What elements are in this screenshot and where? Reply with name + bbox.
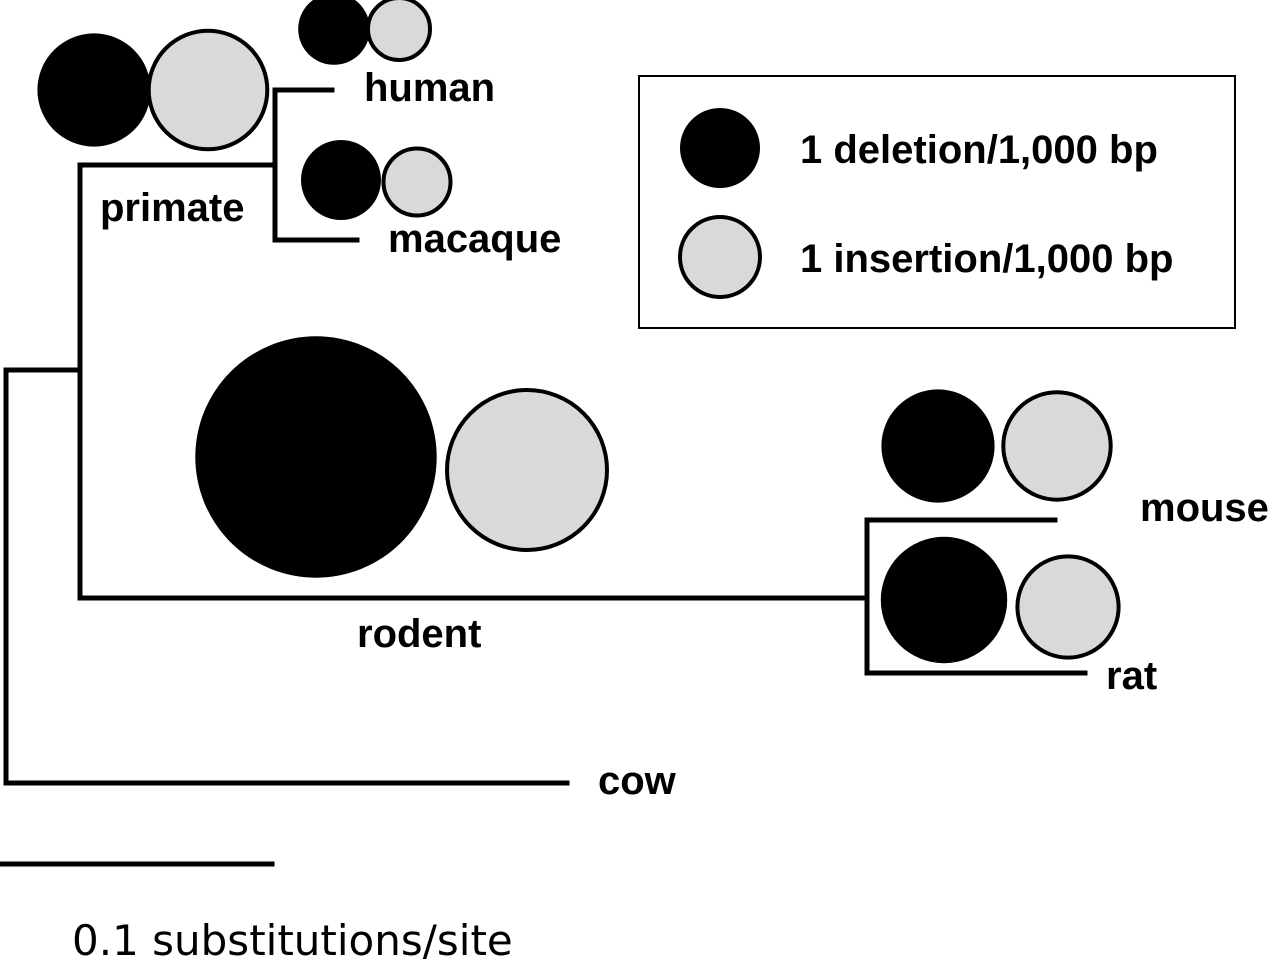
deletion-circle-rodent (195, 336, 437, 578)
rate-circles (37, 0, 1121, 664)
deletion-circle-macaque (301, 140, 381, 220)
branch-root (3, 367, 570, 786)
insertion-circle-rodent (445, 388, 609, 552)
label-rat: rat (1106, 654, 1157, 698)
legend-insertion-circle (678, 215, 762, 299)
label-mouse: mouse (1140, 486, 1269, 530)
label-cow: cow (598, 759, 677, 803)
deletion-circle-human (298, 0, 370, 65)
deletion-circle-primate (37, 33, 151, 147)
insertion-circle-mouse (1001, 390, 1113, 502)
insertion-circle-macaque (381, 146, 453, 218)
insertion-circle-primate (146, 28, 270, 152)
insertion-circle-human (366, 0, 432, 62)
label-human: human (364, 66, 495, 110)
legend: 1 deletion/1,000 bp 1 insertion/1,000 bp (638, 75, 1236, 329)
legend-deletion-circle (680, 108, 760, 188)
scale-bar-label: 0.1 substitutions/site (72, 916, 513, 962)
deletion-circle-rat (880, 536, 1008, 664)
legend-deletion-label: 1 deletion/1,000 bp (800, 128, 1158, 172)
tree-branches (3, 87, 1088, 786)
label-primate: primate (100, 186, 245, 230)
label-rodent: rodent (357, 612, 481, 656)
insertion-circle-rat (1015, 554, 1121, 660)
tree-labels: human primate macaque mouse rodent rat c… (100, 66, 1269, 803)
label-macaque: macaque (388, 217, 561, 261)
scale-bar: 0.1 substitutions/site (0, 861, 513, 962)
legend-insertion-label: 1 insertion/1,000 bp (800, 237, 1173, 281)
deletion-circle-mouse (881, 389, 995, 503)
